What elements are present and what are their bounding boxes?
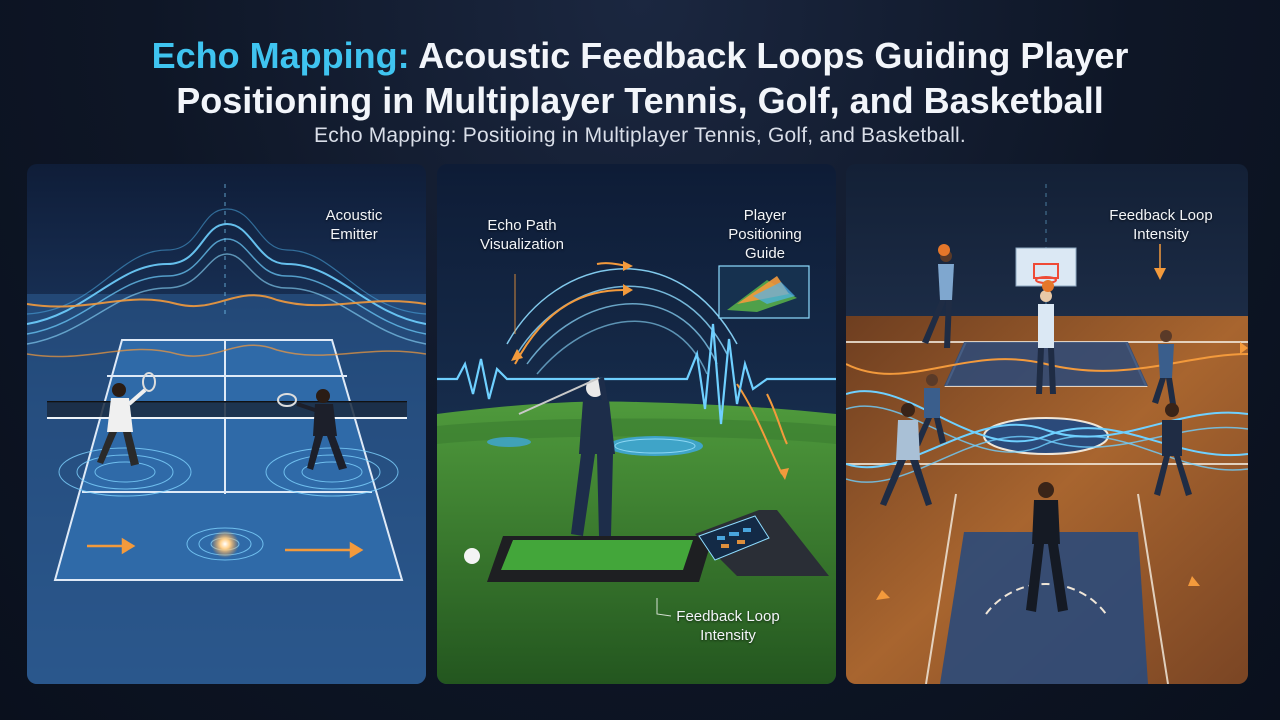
title-accent: Echo Mapping: [151, 35, 410, 76]
title-rest: Acoustic Feedback Loops Guiding Player [409, 35, 1129, 76]
label-line: Feedback Loop [1109, 207, 1213, 224]
label-line: Visualization [480, 236, 564, 253]
tennis-player-left [97, 372, 156, 466]
page-subtitle: Echo Mapping: Positioing in Multiplayer … [314, 124, 966, 147]
tennis-panel: Acoustic Emitter [27, 164, 426, 684]
label-line: Positioning [728, 226, 802, 243]
acoustic-emitter-label: Acoustic Emitter [309, 206, 399, 244]
feedback-intensity-label-basketball: Feedback Loop Intensity [1096, 206, 1226, 244]
basketball-players [880, 250, 1192, 612]
golf-panel: Echo Path Visualization Player Positioni… [437, 164, 836, 684]
feedback-intensity-label: Feedback Loop Intensity [663, 607, 793, 645]
page-title-line-1: Echo Mapping: Acoustic Feedback Loops Gu… [0, 33, 1280, 79]
acoustic-emitter-icon [211, 530, 239, 558]
label-line: Guide [744, 245, 786, 262]
page-title-line-2: Positioning in Multiplayer Tennis, Golf,… [176, 80, 1104, 121]
tennis-illustration [27, 164, 426, 684]
tennis-court [53, 339, 404, 581]
golf-ball [464, 548, 480, 564]
label-line: Feedback Loop [676, 608, 780, 625]
wave-arrowheads [876, 268, 1248, 600]
direction-arrows [87, 537, 364, 559]
golf-pond [607, 436, 703, 456]
golfer [518, 377, 615, 536]
label-line: Intensity [700, 627, 756, 644]
label-line: Acoustic [325, 207, 383, 224]
backboard [1015, 247, 1077, 287]
feedback-waveform [437, 323, 836, 425]
label-line: Player [743, 207, 787, 224]
positioning-guide-label: Player Positioning Guide [715, 206, 815, 263]
label-line: Emitter [330, 226, 378, 243]
acoustic-waves [27, 208, 426, 358]
basketball-panel: Feedback Loop Intensity [846, 164, 1248, 684]
hitting-mat [501, 540, 693, 570]
echo-path-arcs [506, 262, 788, 475]
echo-path-label: Echo Path Visualization [467, 216, 577, 254]
basketball [1042, 280, 1054, 292]
basketball-illustration [846, 164, 1248, 684]
paint-area-bottom [940, 532, 1148, 684]
basketball-shot [938, 244, 950, 256]
label-line: Echo Path [487, 217, 557, 234]
tennis-player-right [277, 389, 347, 470]
path-arrowheads [511, 261, 789, 480]
golf-illustration [437, 164, 836, 684]
label-line: Intensity [1133, 226, 1189, 243]
